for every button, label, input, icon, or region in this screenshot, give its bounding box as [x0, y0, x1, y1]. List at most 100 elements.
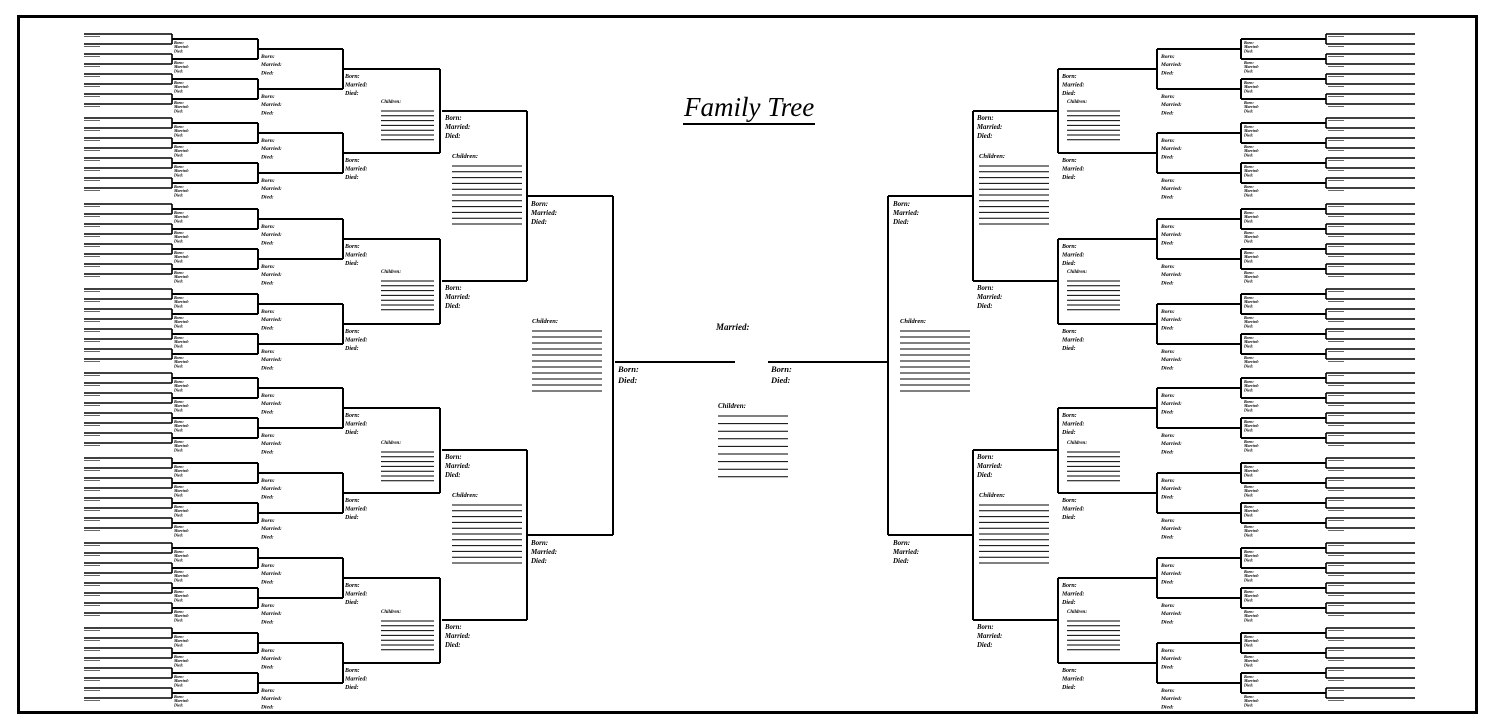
- married-label: Married:: [260, 571, 282, 577]
- married-label: Married:: [173, 148, 190, 153]
- married-label: Married:: [1061, 83, 1084, 89]
- died-label: Died:: [1160, 704, 1174, 710]
- married-label: Married:: [1243, 188, 1260, 193]
- born-label: Born:: [1160, 224, 1175, 230]
- died-label: Died:: [173, 597, 184, 602]
- died-label: Died:: [344, 430, 359, 436]
- died-label: Died:: [1243, 278, 1254, 283]
- born-label: Born:: [1160, 264, 1175, 270]
- died-label: Died:: [530, 218, 547, 226]
- died-label: Died:: [444, 642, 460, 649]
- married-label: Married:: [173, 553, 190, 558]
- married-label: Married:: [173, 638, 190, 643]
- died-label: Died:: [260, 70, 274, 76]
- died-label: Died:: [617, 375, 638, 385]
- married-label: Married:: [1160, 656, 1182, 662]
- born-label: Born:: [1243, 504, 1254, 509]
- died-label: Died:: [1061, 175, 1076, 181]
- married-label: Married:: [1243, 339, 1260, 344]
- died-label: Died:: [1243, 492, 1254, 497]
- died-label: Died:: [1243, 172, 1254, 177]
- married-label: Married:: [344, 422, 367, 428]
- died-label: Died:: [1243, 447, 1254, 452]
- children-label: Children:: [381, 270, 401, 275]
- married-label: Married:: [173, 188, 190, 193]
- died-label: Died:: [260, 365, 274, 371]
- married-label: Married:: [173, 443, 190, 448]
- married-label: Married:: [1160, 441, 1182, 447]
- married-label: Married:: [1243, 254, 1260, 259]
- married-label: Married:: [1243, 508, 1260, 513]
- born-label: Born:: [1243, 524, 1254, 529]
- born-label: Born:: [1061, 413, 1077, 419]
- married-label: Married:: [260, 232, 282, 238]
- died-label: Died:: [173, 472, 184, 477]
- born-label: Born:: [344, 244, 360, 250]
- died-label: Died:: [173, 218, 184, 223]
- born-label: Born:: [260, 433, 275, 439]
- born-label: Born:: [344, 74, 360, 80]
- married-label: Married:: [976, 294, 1002, 301]
- died-label: Died:: [1243, 387, 1254, 392]
- married-label: Married:: [1243, 214, 1260, 219]
- died-label: Died:: [173, 278, 184, 283]
- married-label: Married:: [344, 338, 367, 344]
- died-label: Died:: [1160, 110, 1174, 116]
- born-label: Born:: [1160, 178, 1175, 184]
- born-label: Born:: [173, 210, 184, 215]
- died-label: Died:: [1061, 346, 1076, 352]
- born-label: Born:: [1061, 668, 1077, 674]
- born-label: Born:: [173, 524, 184, 529]
- born-label: Born:: [173, 80, 184, 85]
- died-label: Died:: [1160, 619, 1174, 625]
- born-label: Born:: [1243, 399, 1254, 404]
- born-label: Born:: [1160, 563, 1175, 569]
- died-label: Died:: [173, 343, 184, 348]
- married-label: Married:: [1243, 274, 1260, 279]
- chart-border: [17, 15, 1478, 714]
- married-label: Married:: [260, 102, 282, 108]
- married-label: Married:: [173, 403, 190, 408]
- married-label: Married:: [1160, 232, 1182, 238]
- died-label: Died:: [1243, 48, 1254, 53]
- born-label: Born:: [173, 549, 184, 554]
- died-label: Died:: [260, 494, 274, 500]
- married-label: Married:: [173, 383, 190, 388]
- married-label: Married:: [1243, 443, 1260, 448]
- married-label: Married:: [1243, 104, 1260, 109]
- married-label: Married:: [260, 526, 282, 532]
- married-label: Married:: [715, 322, 750, 332]
- married-label: Married:: [173, 488, 190, 493]
- married-label: Married:: [260, 401, 282, 407]
- born-label: Born:: [1243, 674, 1254, 679]
- born-label: Born:: [260, 393, 275, 399]
- died-label: Died:: [1243, 343, 1254, 348]
- married-label: Married:: [173, 168, 190, 173]
- born-label: Born:: [444, 285, 462, 292]
- born-label: Born:: [173, 694, 184, 699]
- children-label: Children:: [1067, 270, 1087, 275]
- married-label: Married:: [1243, 488, 1260, 493]
- born-label: Born:: [1243, 315, 1254, 320]
- married-label: Married:: [344, 83, 367, 89]
- born-label: Born:: [344, 583, 360, 589]
- children-label: Children:: [381, 100, 401, 105]
- married-label: Married:: [260, 186, 282, 192]
- born-label: Born:: [344, 329, 360, 335]
- married-label: Married:: [1243, 64, 1260, 69]
- married-label: Married:: [1160, 357, 1182, 363]
- married-label: Married:: [892, 548, 919, 556]
- married-label: Married:: [1243, 613, 1260, 618]
- born-label: Born:: [1243, 144, 1254, 149]
- married-label: Married:: [173, 613, 190, 618]
- married-label: Married:: [344, 677, 367, 683]
- died-label: Died:: [444, 472, 460, 479]
- married-label: Married:: [173, 84, 190, 89]
- died-label: Died:: [1243, 557, 1254, 562]
- married-label: Married:: [892, 209, 919, 217]
- born-label: Born:: [173, 439, 184, 444]
- born-label: Born:: [173, 379, 184, 384]
- born-label: Born:: [1160, 94, 1175, 100]
- born-label: Born:: [344, 498, 360, 504]
- married-label: Married:: [1160, 272, 1182, 278]
